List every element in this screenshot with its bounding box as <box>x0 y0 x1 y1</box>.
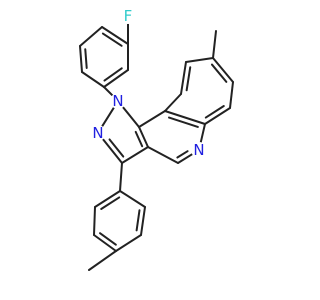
bond-b4-N1 <box>103 86 114 97</box>
bond-q3-Me1 <box>212 30 217 59</box>
bond-q1-C5a <box>204 107 231 125</box>
bond-C9-q4 <box>180 61 187 95</box>
bond-t4-Me2 <box>88 250 117 271</box>
bond-inner-C5a-C9a <box>168 116 199 128</box>
bond-t3-t4 <box>93 234 117 252</box>
bond-inner-b2-b3 <box>84 48 88 69</box>
bond-N2-N1 <box>101 106 115 128</box>
bond-inner-q3-q2 <box>210 63 228 83</box>
bond-C3-N2 <box>101 138 123 164</box>
bond-C9b-C3a <box>138 126 149 148</box>
bond-q4-q3 <box>185 57 214 63</box>
bond-N1-C9b <box>122 106 140 128</box>
bond-t4-t5 <box>115 234 142 252</box>
bond-b3-b4 <box>81 71 105 88</box>
bond-inner-t1-t2 <box>100 196 121 210</box>
bond-b4-b5 <box>103 69 129 88</box>
bond-Nq-C5a <box>199 123 206 144</box>
molecule-structure: F N N N <box>79 7 234 271</box>
atom-fluorine: F <box>120 7 136 25</box>
atom-label-nq: N <box>193 141 204 159</box>
atom-nitrogen-n1: N <box>110 92 126 110</box>
bond-C5a-C9a <box>164 110 206 125</box>
atom-nitrogen-n2: N <box>90 124 106 142</box>
bond-q3-q2 <box>212 57 234 83</box>
bond-b2-b3 <box>79 45 83 73</box>
bond-b6-b1 <box>101 26 129 45</box>
bond-C4-Nq <box>177 153 194 164</box>
bond-inner-t5-t6 <box>135 209 141 232</box>
bond-inner-b4-b5 <box>103 67 123 82</box>
bond-C3a-C4 <box>147 146 179 164</box>
bond-inner-b6-b1 <box>101 32 123 47</box>
bond-t6-t1 <box>119 190 146 208</box>
bond-inner-C9-q4 <box>185 66 192 92</box>
atom-label-f: F <box>124 7 133 25</box>
bond-inner-C4-Nq <box>176 150 189 159</box>
bond-inner-C9b-C3a <box>134 130 144 148</box>
atom-label-n2: N <box>92 124 103 142</box>
bond-t5-t6 <box>140 206 146 236</box>
bond-inner-t3-t4 <box>99 232 117 246</box>
bond-C9b-C9a <box>138 110 166 128</box>
bond-C3-t1 <box>119 162 123 192</box>
bond-t2-t3 <box>93 206 96 236</box>
bond-q2-q1 <box>229 81 234 109</box>
atom-labels: F N N N <box>90 7 207 159</box>
atom-nitrogen-quinoline: N <box>191 141 207 159</box>
bond-b1-b2 <box>79 26 103 47</box>
atom-label-n1: N <box>112 92 123 110</box>
bond-inner-C3-N2 <box>108 138 125 158</box>
bond-inner-q1-C5a <box>204 105 225 119</box>
bond-t1-t2 <box>94 190 121 208</box>
bond-C3a-C3 <box>121 146 149 164</box>
bond-C9a-C9 <box>164 93 182 112</box>
bond-lines <box>79 23 234 271</box>
